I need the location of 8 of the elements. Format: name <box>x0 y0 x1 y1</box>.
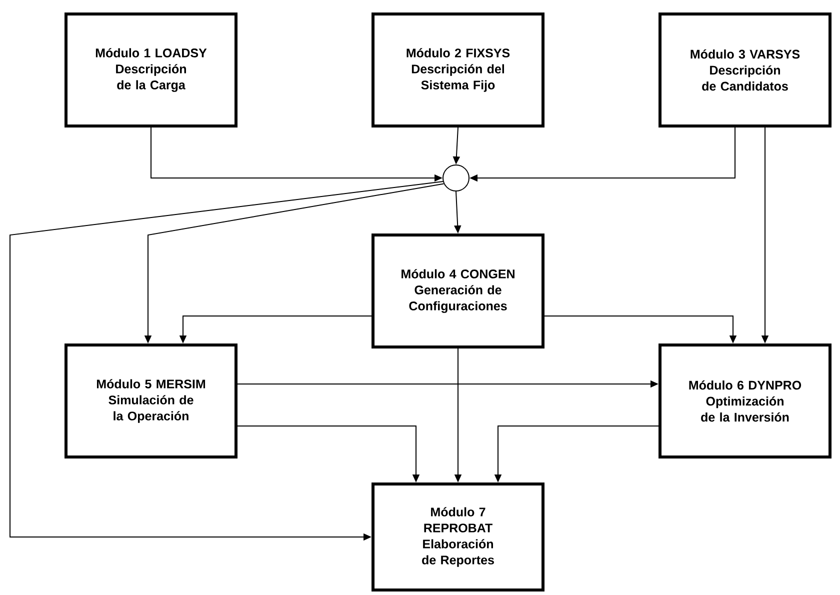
module-box: Módulo 2 FIXSYS Descripción del Sistema Fijo <box>372 12 544 128</box>
module-box: Módulo 1 LOADSY Descripción de la Carga <box>64 12 238 128</box>
module-box: Módulo 7 REPROBAT Elaboración de Reportes <box>372 482 544 592</box>
module-box: Módulo 5 MERSIM Simulación de la Operación <box>64 344 238 458</box>
module-box: Módulo 3 VARSYS Descripción de Candidatos <box>658 12 832 128</box>
module-box: Módulo 6 DYNPRO Optimización de la Inversión <box>658 344 832 458</box>
module-box: Módulo 4 CONGEN Generación de Configuraciones <box>372 234 544 348</box>
junction-circle <box>442 164 470 192</box>
